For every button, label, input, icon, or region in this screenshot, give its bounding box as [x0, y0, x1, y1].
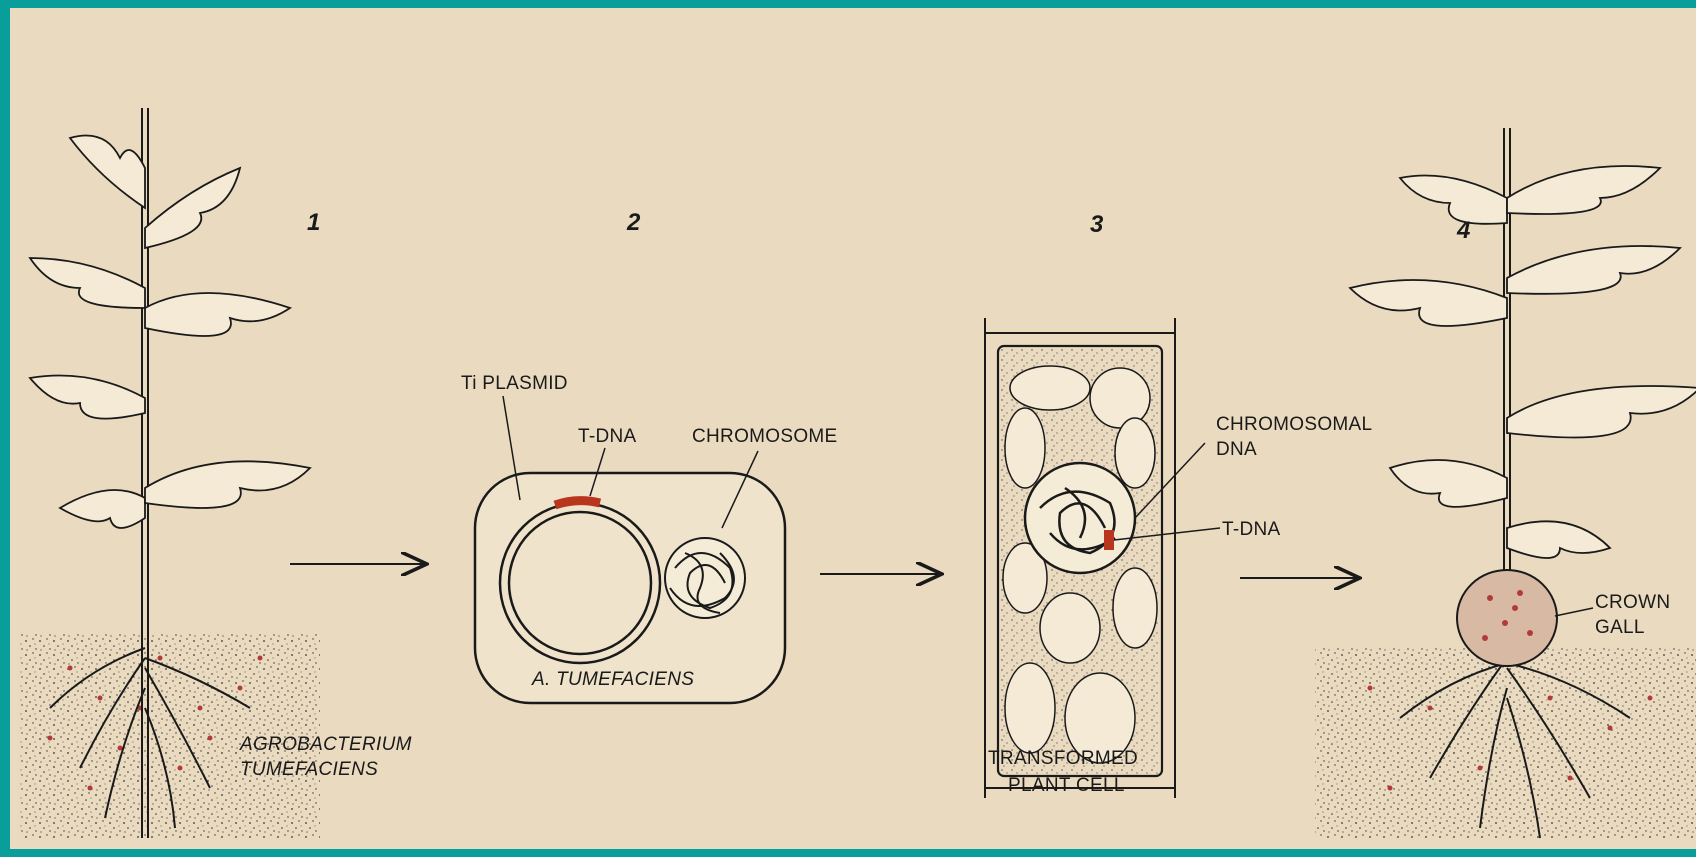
t-dna-segment	[555, 501, 600, 505]
diagram-canvas: 1 2 3 4 Ti PLASMID T-DNA CHROMOSOME A. T…	[10, 8, 1696, 857]
step-number-2: 2	[626, 209, 641, 236]
label-chromosomal-dna-line2: DNA	[1216, 439, 1257, 460]
healthy-plant	[20, 108, 320, 838]
integrated-t-dna	[1104, 530, 1114, 550]
transformed-plant-cell	[985, 318, 1175, 798]
leaves-right	[1350, 166, 1696, 558]
label-ti-plasmid: Ti PLASMID	[461, 373, 568, 394]
label-chromosome: CHROMOSOME	[692, 426, 838, 447]
label-crown-gall-line1: CROWN	[1595, 592, 1670, 613]
crown-gall	[1457, 570, 1557, 666]
step-number-4: 4	[1456, 217, 1470, 244]
soil-right	[1315, 648, 1696, 838]
chromosome-coil	[665, 538, 745, 618]
leader-crown-gall	[1555, 608, 1593, 616]
label-t-dna: T-DNA	[578, 426, 637, 447]
nucleus	[1025, 463, 1135, 573]
leaves-left	[30, 136, 310, 529]
label-t-dna-cell: T-DNA	[1222, 519, 1281, 540]
label-transformed-line1: TRANSFORMED	[988, 748, 1138, 769]
label-chromosomal-dna-line1: CHROMOSOMAL	[1216, 414, 1372, 435]
label-crown-gall-line2: GALL	[1595, 617, 1645, 638]
label-agrobacterium-line2: TUMEFACIENS	[240, 759, 378, 780]
label-a-tumefaciens: A. TUMEFACIENS	[531, 669, 694, 690]
infected-plant	[1315, 128, 1696, 838]
step-number-1: 1	[307, 209, 320, 236]
label-agrobacterium-line1: AGROBACTERIUM	[239, 734, 412, 755]
label-transformed-line2: PLANT CELL	[1008, 775, 1125, 796]
step-number-3: 3	[1090, 211, 1104, 238]
